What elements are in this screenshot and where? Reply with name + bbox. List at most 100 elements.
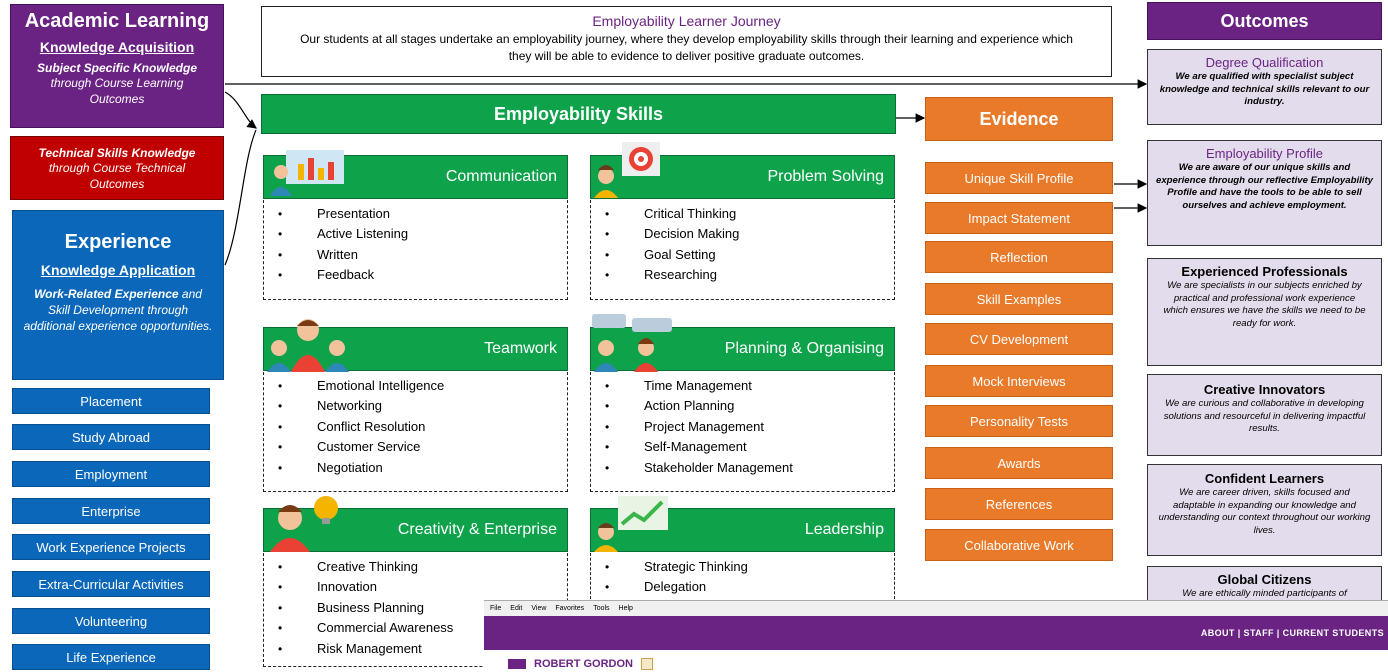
experience-item-placement: Placement	[12, 388, 210, 414]
menu-favorites[interactable]: Favorites	[555, 605, 585, 612]
skill-item: Decision Making	[591, 224, 894, 245]
outcome-title: Confident Learners	[1204, 471, 1325, 486]
skill-title: Leadership	[804, 521, 884, 538]
outcome-title: Experienced Professionals	[1181, 264, 1348, 279]
outcome-employability-profile: Employability Profile We are aware of ou…	[1147, 140, 1382, 246]
target-icon	[594, 142, 660, 198]
experience-box: Experience Knowledge Application Work-Re…	[12, 210, 224, 380]
knowledge-application-label: Knowledge Application	[40, 262, 196, 278]
skill-item: Critical Thinking	[591, 204, 894, 225]
experience-item-enterprise: Enterprise	[12, 498, 210, 524]
evidence-item-awards: Awards	[925, 447, 1113, 479]
skill-item: Risk Management	[264, 639, 567, 660]
skill-title: Planning & Organising	[724, 340, 884, 357]
technical-outcomes-label: through Course Technical Outcomes	[48, 161, 186, 191]
skill-item: Active Listening	[264, 224, 567, 245]
outcome-title: Creative Innovators	[1203, 382, 1326, 397]
skill-item: Researching	[591, 265, 894, 286]
communication-icon	[270, 150, 344, 196]
experience-item-volunteering: Volunteering	[12, 608, 210, 634]
technical-skills-box: Technical Skills Knowledge through Cours…	[10, 136, 224, 200]
outcomes-title: Outcomes	[1220, 11, 1309, 31]
evidence-item-cv-development: CV Development	[925, 323, 1113, 355]
menu-view[interactable]: View	[531, 605, 547, 612]
outcome-desc: We are career driven, skills focused and…	[1158, 487, 1371, 536]
team-icon	[267, 319, 349, 372]
browser-menu-bar: File Edit View Favorites Tools Help	[484, 601, 1388, 616]
menu-tools[interactable]: Tools	[593, 605, 610, 612]
skill-item: Conflict Resolution	[264, 417, 567, 438]
evidence-title: Evidence	[979, 109, 1059, 129]
experience-item-work-projects: Work Experience Projects	[12, 534, 210, 560]
skill-list-communication: PresentationActive ListeningWrittenFeedb…	[263, 200, 568, 300]
lightbulb-icon	[270, 496, 338, 552]
subject-knowledge-label: Subject Specific Knowledge	[36, 61, 198, 75]
evidence-header: Evidence	[925, 97, 1113, 141]
growth-chart-icon	[594, 496, 668, 552]
outcome-degree-qualification: Degree Qualification We are qualified wi…	[1147, 49, 1382, 125]
technical-skills-label: Technical Skills Knowledge	[38, 146, 196, 160]
skill-item: Delegation	[591, 577, 894, 598]
academic-learning-box: Academic Learning Knowledge Acquisition …	[10, 4, 224, 128]
site-header: ROBERT GORDON	[484, 650, 1388, 672]
outcome-confident-learners: Confident Learners We are career driven,…	[1147, 464, 1382, 556]
menu-help[interactable]: Help	[618, 605, 633, 612]
skill-item: Innovation	[264, 577, 567, 598]
skill-list-leadership: Strategic ThinkingDelegation	[590, 553, 895, 599]
skill-item: Goal Setting	[591, 245, 894, 266]
learner-journey-box: Employability Learner Journey Our studen…	[261, 6, 1112, 77]
evidence-item-mock-interviews: Mock Interviews	[925, 365, 1113, 397]
skill-list-problem-solving: Critical ThinkingDecision MakingGoal Set…	[590, 200, 895, 300]
skill-item: Negotiation	[264, 458, 567, 479]
planning-icon	[592, 314, 672, 372]
skill-item: Emotional Intelligence	[264, 376, 567, 397]
academic-learning-title: Academic Learning	[24, 10, 210, 32]
experience-item-life-experience: Life Experience	[12, 644, 210, 670]
site-nav-links[interactable]: ABOUT | STAFF | CURRENT STUDENTS	[1200, 628, 1384, 638]
outcomes-header: Outcomes	[1147, 2, 1382, 40]
skill-item: Strategic Thinking	[591, 557, 894, 578]
learner-journey-title: Employability Learner Journey	[592, 13, 781, 29]
outcome-desc: We are specialists in our subjects enric…	[1163, 280, 1366, 329]
skill-item: Written	[264, 245, 567, 266]
evidence-item-skill-examples: Skill Examples	[925, 283, 1113, 315]
experience-item-employment: Employment	[12, 461, 210, 487]
skill-item: Feedback	[264, 265, 567, 286]
outcome-experienced-professionals: Experienced Professionals We are special…	[1147, 258, 1382, 366]
outcome-global-citizens: Global Citizens We are ethically minded …	[1147, 566, 1382, 606]
experience-item-extracurricular: Extra-Curricular Activities	[12, 571, 210, 597]
skill-item: Creative Thinking	[264, 557, 567, 578]
skill-item: Presentation	[264, 204, 567, 225]
skill-item: Business Planning	[264, 598, 567, 619]
menu-file[interactable]: File	[490, 605, 502, 612]
logo-mark-icon	[508, 659, 526, 669]
outcome-desc: We are curious and collaborative in deve…	[1163, 398, 1366, 434]
experience-desc: Work-Related Experience and Skill Develo…	[23, 287, 213, 333]
menu-edit[interactable]: Edit	[510, 605, 523, 612]
outcome-title: Global Citizens	[1217, 572, 1312, 587]
skill-title: Teamwork	[484, 340, 557, 357]
site-logo-text[interactable]: ROBERT GORDON	[534, 658, 633, 670]
course-outcomes-label: through Course Learning Outcomes	[50, 76, 184, 106]
experience-title: Experience	[64, 231, 172, 253]
evidence-item-impact-statement: Impact Statement	[925, 202, 1113, 234]
skill-item: Action Planning	[591, 396, 894, 417]
knowledge-acquisition-label: Knowledge Acquisition	[39, 39, 195, 55]
evidence-item-skill-profile: Unique Skill Profile	[925, 162, 1113, 194]
skill-title: Communication	[445, 168, 557, 185]
skill-header-creativity: Creativity & Enterprise	[263, 508, 568, 552]
skill-item: Self-Management	[591, 437, 894, 458]
skill-item: Commercial Awareness	[264, 618, 567, 639]
learner-journey-text: Our students at all stages undertake an …	[300, 32, 1073, 63]
outcome-desc: We are ethically minded participants of	[1182, 588, 1347, 599]
site-nav-bar: ABOUT | STAFF | CURRENT STUDENTS	[484, 616, 1388, 650]
skill-list-planning: Time ManagementAction PlanningProject Ma…	[590, 372, 895, 492]
skill-title: Problem Solving	[767, 168, 885, 185]
outcome-desc: We are qualified with specialist subject…	[1159, 71, 1370, 107]
outcome-title: Degree Qualification	[1205, 55, 1324, 70]
outcome-title: Employability Profile	[1205, 146, 1324, 161]
employability-skills-title: Employability Skills	[493, 104, 664, 124]
skill-list-teamwork: Emotional IntelligenceNetworkingConflict…	[263, 372, 568, 492]
skill-item: Project Management	[591, 417, 894, 438]
